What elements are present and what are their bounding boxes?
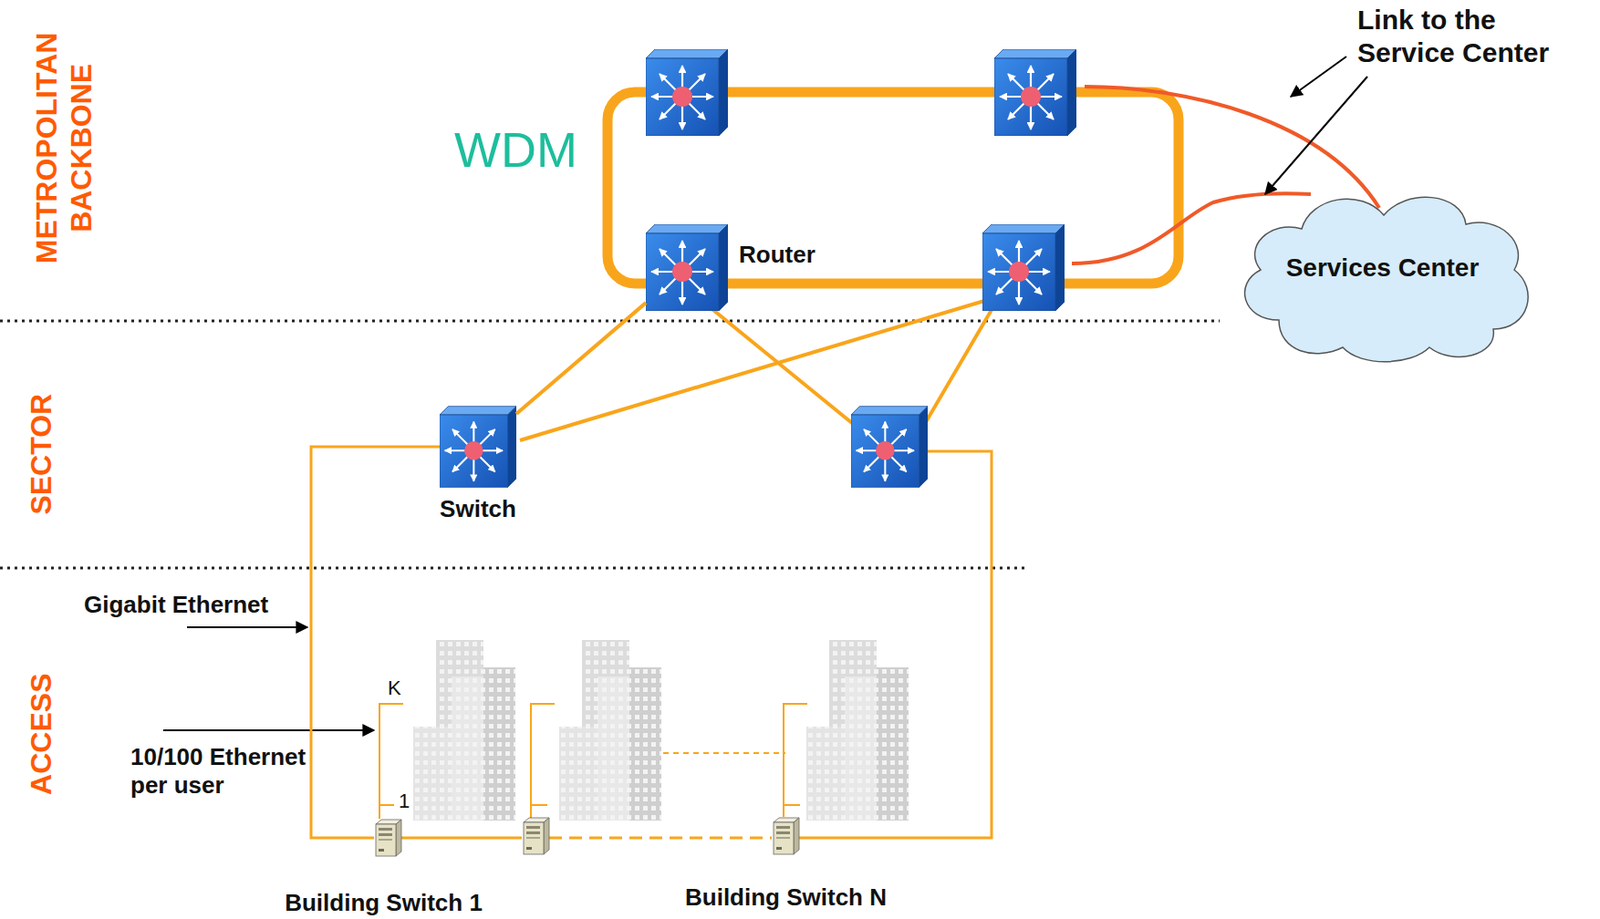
ring-label: WDM [454, 120, 578, 180]
switch-node: Switch [439, 405, 517, 489]
building-link [663, 752, 786, 755]
node-label: Router [738, 240, 816, 270]
zone-label: SECTOR [23, 363, 59, 546]
cloud-outline [1245, 197, 1529, 362]
router-node: Router [645, 224, 728, 312]
zone-label: METROPOLITAN BACKBONE [29, 24, 100, 271]
link-connector [311, 446, 440, 839]
port-label: K [387, 676, 402, 701]
router-icon [645, 224, 728, 312]
service-link [1084, 86, 1380, 208]
building-switch-node: Building Switch 1 [374, 819, 403, 858]
zone-divider [0, 567, 1026, 571]
node-label: Building Switch 1 [284, 889, 483, 918]
gigabit-ring [401, 451, 992, 839]
port-label: 1 [398, 789, 410, 814]
building-switch-icon [523, 818, 550, 855]
callout-arrow [163, 56, 1368, 731]
cloud-node: Services Center [1224, 183, 1541, 368]
router-icon [645, 49, 728, 136]
building [413, 640, 516, 821]
zone-label: ACCESS [23, 643, 59, 826]
router-icon [994, 49, 1077, 136]
callout-text: 10/100 Ethernet per user [130, 743, 332, 800]
building [806, 640, 909, 821]
callout-text: Gigabit Ethernet [83, 591, 269, 620]
link-connector [516, 302, 646, 415]
building-switch-icon [375, 820, 402, 857]
link-line [311, 446, 440, 839]
node-label: Services Center [1286, 253, 1480, 283]
link-line [516, 302, 646, 415]
building-switch-icon [773, 818, 800, 855]
switch-icon [439, 406, 517, 489]
user-lines [379, 704, 808, 820]
building-switch-node: Building Switch N [771, 817, 800, 856]
callout-text: Link to the Service Center [1357, 3, 1586, 70]
zone-divider [0, 320, 1220, 323]
switch-icon [851, 406, 928, 489]
building [559, 640, 662, 821]
node-label: Building Switch N [685, 883, 887, 913]
node-label: Switch [439, 495, 517, 524]
router-icon [982, 224, 1065, 312]
